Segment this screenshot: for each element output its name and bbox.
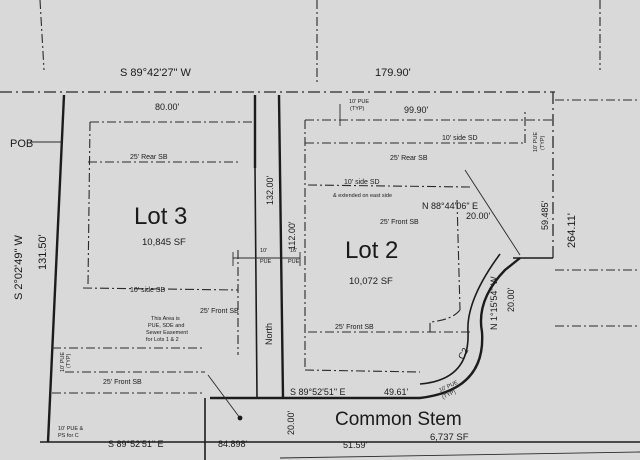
side-sd-lot2: 10' side SD: [344, 179, 380, 186]
pue-curve-line2: (TYP): [441, 389, 457, 401]
pue-ne-line2: (TYP): [540, 135, 546, 150]
upper-section-lines: [39, 0, 640, 327]
pue-left-line2: (TYP): [66, 353, 72, 368]
front-sb-lot3-low: 25' Front SB: [103, 379, 142, 386]
distance-stem-bottom: 51.59': [343, 440, 368, 450]
distance-lot3-east: 132.00': [265, 175, 275, 205]
bearing-south-lot3: S 89°52'51" E: [108, 439, 164, 449]
distance-lot2-top: 99.90': [404, 105, 429, 115]
distance-south-lot3: 84.898': [218, 439, 248, 449]
bearing-east-stem: N 1°15'54" W: [489, 276, 499, 330]
distance-lot3-west: 131.50': [37, 234, 49, 270]
pue-bottom-line1: 10' PUE &: [58, 426, 84, 432]
pue-left-line1: 10' PUE: [60, 352, 66, 372]
common-stem-name: Common Stem: [335, 409, 462, 430]
distance-south-lot2: 49.61': [384, 387, 409, 397]
pob-label: POB: [10, 138, 33, 150]
lot-lines: [207, 94, 521, 421]
pue-ne-line1: 10' PUE: [533, 132, 539, 152]
distance-lot2-east-stem: 20.00': [506, 287, 516, 312]
distance-lot3-top: 80.00': [155, 102, 180, 112]
distance-lot2-west: 112.00': [287, 221, 297, 250]
pue-bottom-line2: PS for C: [58, 433, 79, 439]
lot-2-area: 10,072 SF: [349, 276, 393, 287]
lot-3-name: Lot 3: [134, 203, 187, 230]
easement-note-4: for Lots 1 & 2: [146, 337, 179, 343]
distance-ne-vertical: 59.485': [540, 200, 550, 230]
north-label: North: [264, 323, 274, 345]
pue-top-line1: 10' PUE: [349, 99, 369, 105]
exterior-boundary: [0, 91, 640, 460]
front-sb-lot2-top: 25' Front SB: [380, 219, 419, 226]
pue-mid1-line2: PUE: [260, 259, 272, 265]
pue-mid2-line1: 16': [290, 248, 297, 254]
easement-note-3: Sewer Easement: [146, 330, 188, 336]
easement-note-1: This Area is: [151, 316, 180, 322]
setback-lines: [52, 104, 555, 394]
front-sb-lot2: 25' Front SB: [335, 324, 374, 331]
side-sd-lot2-top: 10' side SD: [442, 135, 478, 142]
distance-top-total: 179.90': [375, 67, 411, 79]
rear-sb-lot3: 25' Rear SB: [130, 154, 168, 161]
front-sb-lot3: 25' Front SB: [200, 308, 239, 315]
common-stem-area: 6,737 SF: [430, 432, 469, 443]
rear-sb-lot2: 25' Rear SB: [390, 155, 428, 162]
lot-2-name: Lot 2: [345, 237, 398, 264]
distance-stem-width: 20.00': [286, 410, 296, 435]
distance-ne-short: 20.00': [466, 211, 491, 221]
side-sd-extended: & extended on east side: [333, 193, 392, 199]
bearing-south-lot2: S 89°52'51" E: [290, 387, 346, 397]
bearing-left: S 2°02'49" W: [13, 235, 25, 300]
pue-mid1-line1: 10': [260, 248, 267, 254]
distance-east-total: 264.11': [566, 213, 578, 248]
curve-label: C2: [456, 346, 470, 361]
bearing-ne: N 88°44'06" E: [422, 201, 478, 211]
pue-top-line2: (TYP): [350, 106, 365, 112]
pue-mid2-line2: PUE: [288, 259, 300, 265]
side-sb-lot3: 10' side SB: [130, 287, 166, 294]
easement-note-2: PUE, SDE and: [148, 323, 184, 329]
lot-3-area: 10,845 SF: [142, 237, 186, 248]
bearing-top: S 89°42'27" W: [120, 67, 192, 79]
